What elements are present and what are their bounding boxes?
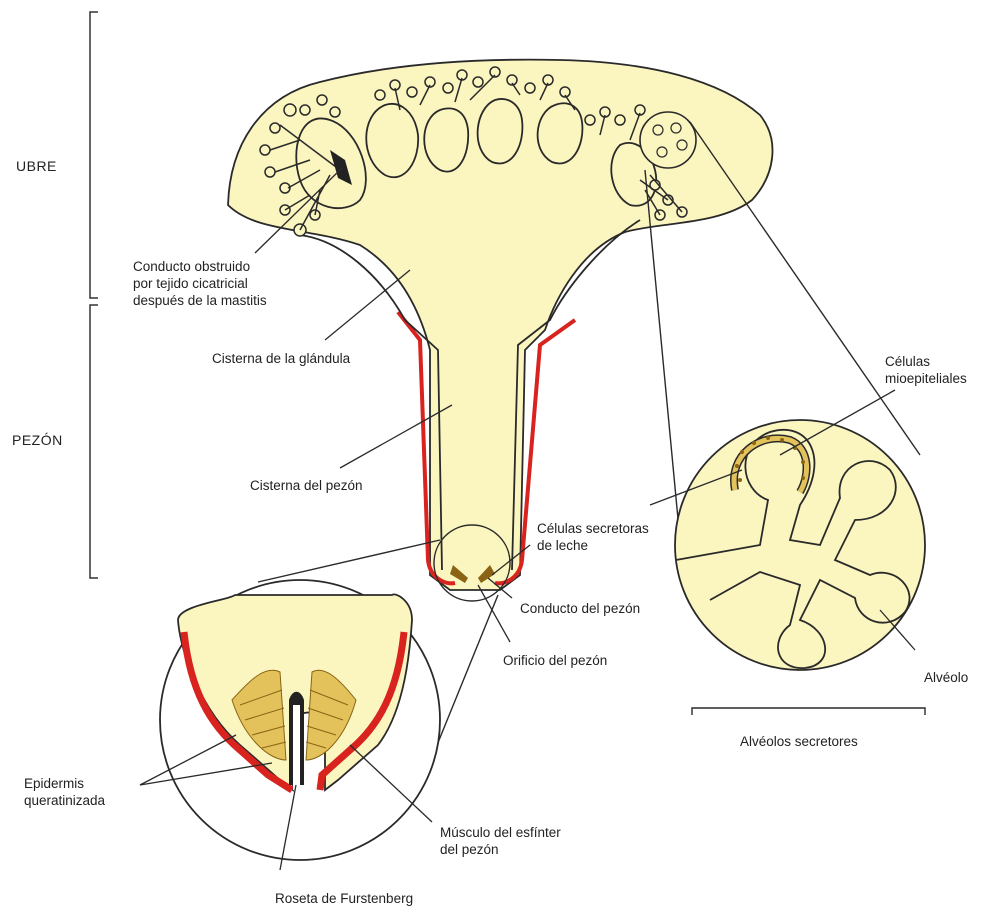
- secretory-alveoli-label: Alvéolos secretores: [740, 733, 858, 750]
- teat-canal-lumen: [293, 705, 300, 790]
- teat-bracket: [90, 305, 98, 578]
- secretory-alveoli-bracket: [692, 708, 925, 715]
- teat-orifice-label: Orificio del pezón: [503, 652, 607, 669]
- zoom-line-right: [435, 595, 498, 750]
- zoom-line-left: [258, 540, 440, 582]
- gland-cistern-label: Cisterna de la glándula: [212, 350, 350, 367]
- blocked-duct-label: Conducto obstruido por tejido cicatricia…: [133, 258, 267, 309]
- alveolus-label: Alvéolo: [924, 669, 968, 686]
- myoepithelial-cells-label: Células mioepiteliales: [885, 353, 967, 387]
- udder-bracket: [90, 12, 98, 298]
- teat-section-label: PEZÓN: [12, 432, 63, 449]
- lobe-zoom-source: [640, 112, 696, 168]
- teat-cistern-label: Cisterna del pezón: [250, 477, 363, 494]
- furstenberg-rosette-label: Roseta de Furstenberg: [275, 890, 413, 907]
- udder-section-label: UBRE: [16, 158, 57, 175]
- keratinized-epidermis-label: Epidermis queratinizada: [24, 775, 105, 809]
- zoom-line-upper: [690, 122, 920, 455]
- sphincter-muscle-label: Músculo del esfínter del pezón: [440, 824, 561, 858]
- milk-secretory-cells-label: Células secretoras de leche: [537, 520, 649, 554]
- teat-canal-label: Conducto del pezón: [520, 600, 640, 617]
